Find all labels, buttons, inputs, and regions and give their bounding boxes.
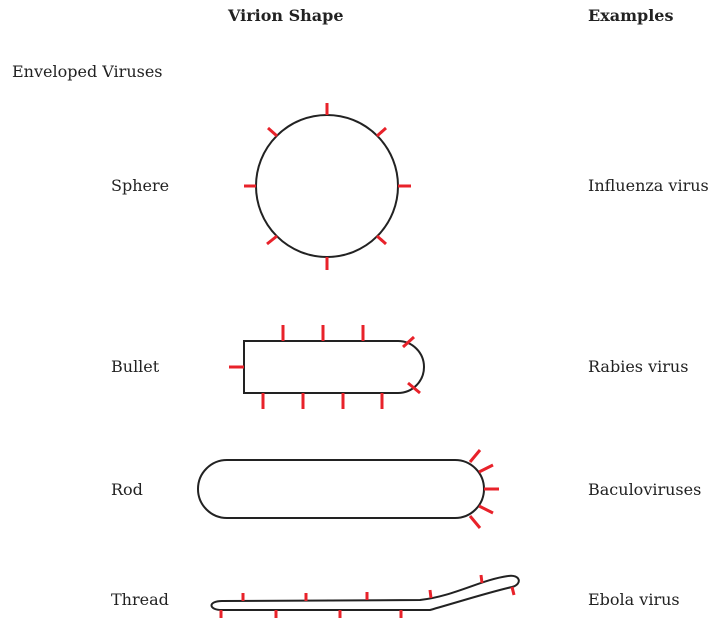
spike bbox=[478, 504, 494, 515]
spike bbox=[510, 586, 516, 596]
spike bbox=[266, 234, 278, 246]
bullet-outline bbox=[243, 340, 425, 394]
spike bbox=[468, 449, 482, 463]
bullet-spikes bbox=[229, 325, 421, 409]
rod-virion bbox=[197, 449, 499, 529]
example-ebola: Ebola virus bbox=[588, 590, 680, 609]
example-rabies: Rabies virus bbox=[588, 357, 689, 376]
spike bbox=[428, 589, 433, 599]
shape-label-sphere: Sphere bbox=[111, 176, 170, 195]
thread-virion bbox=[210, 574, 520, 618]
example-baculoviruses: Baculoviruses bbox=[588, 480, 702, 499]
spike bbox=[407, 381, 421, 395]
sphere-outline bbox=[255, 114, 399, 258]
rod-outline bbox=[197, 459, 485, 519]
thread-outline bbox=[210, 574, 520, 611]
spike bbox=[267, 126, 278, 138]
section-title: Enveloped Viruses bbox=[12, 62, 163, 81]
examples-header: Examples bbox=[588, 6, 674, 25]
bullet-virion bbox=[229, 325, 425, 409]
virion-shape-header: Virion Shape bbox=[228, 6, 344, 25]
shape-label-bullet: Bullet bbox=[111, 357, 160, 376]
spike bbox=[376, 126, 387, 138]
spike bbox=[479, 574, 484, 584]
example-influenza: Influenza virus bbox=[588, 176, 708, 195]
shape-label-thread: Thread bbox=[111, 590, 169, 609]
rod-spikes bbox=[468, 449, 499, 529]
spike bbox=[376, 234, 387, 246]
sphere-spikes bbox=[244, 103, 411, 270]
thread-spikes bbox=[219, 574, 516, 618]
spike bbox=[468, 515, 482, 529]
spike bbox=[401, 335, 416, 349]
spike bbox=[478, 463, 494, 474]
sphere-virion bbox=[244, 103, 411, 270]
shape-label-rod: Rod bbox=[111, 480, 143, 499]
